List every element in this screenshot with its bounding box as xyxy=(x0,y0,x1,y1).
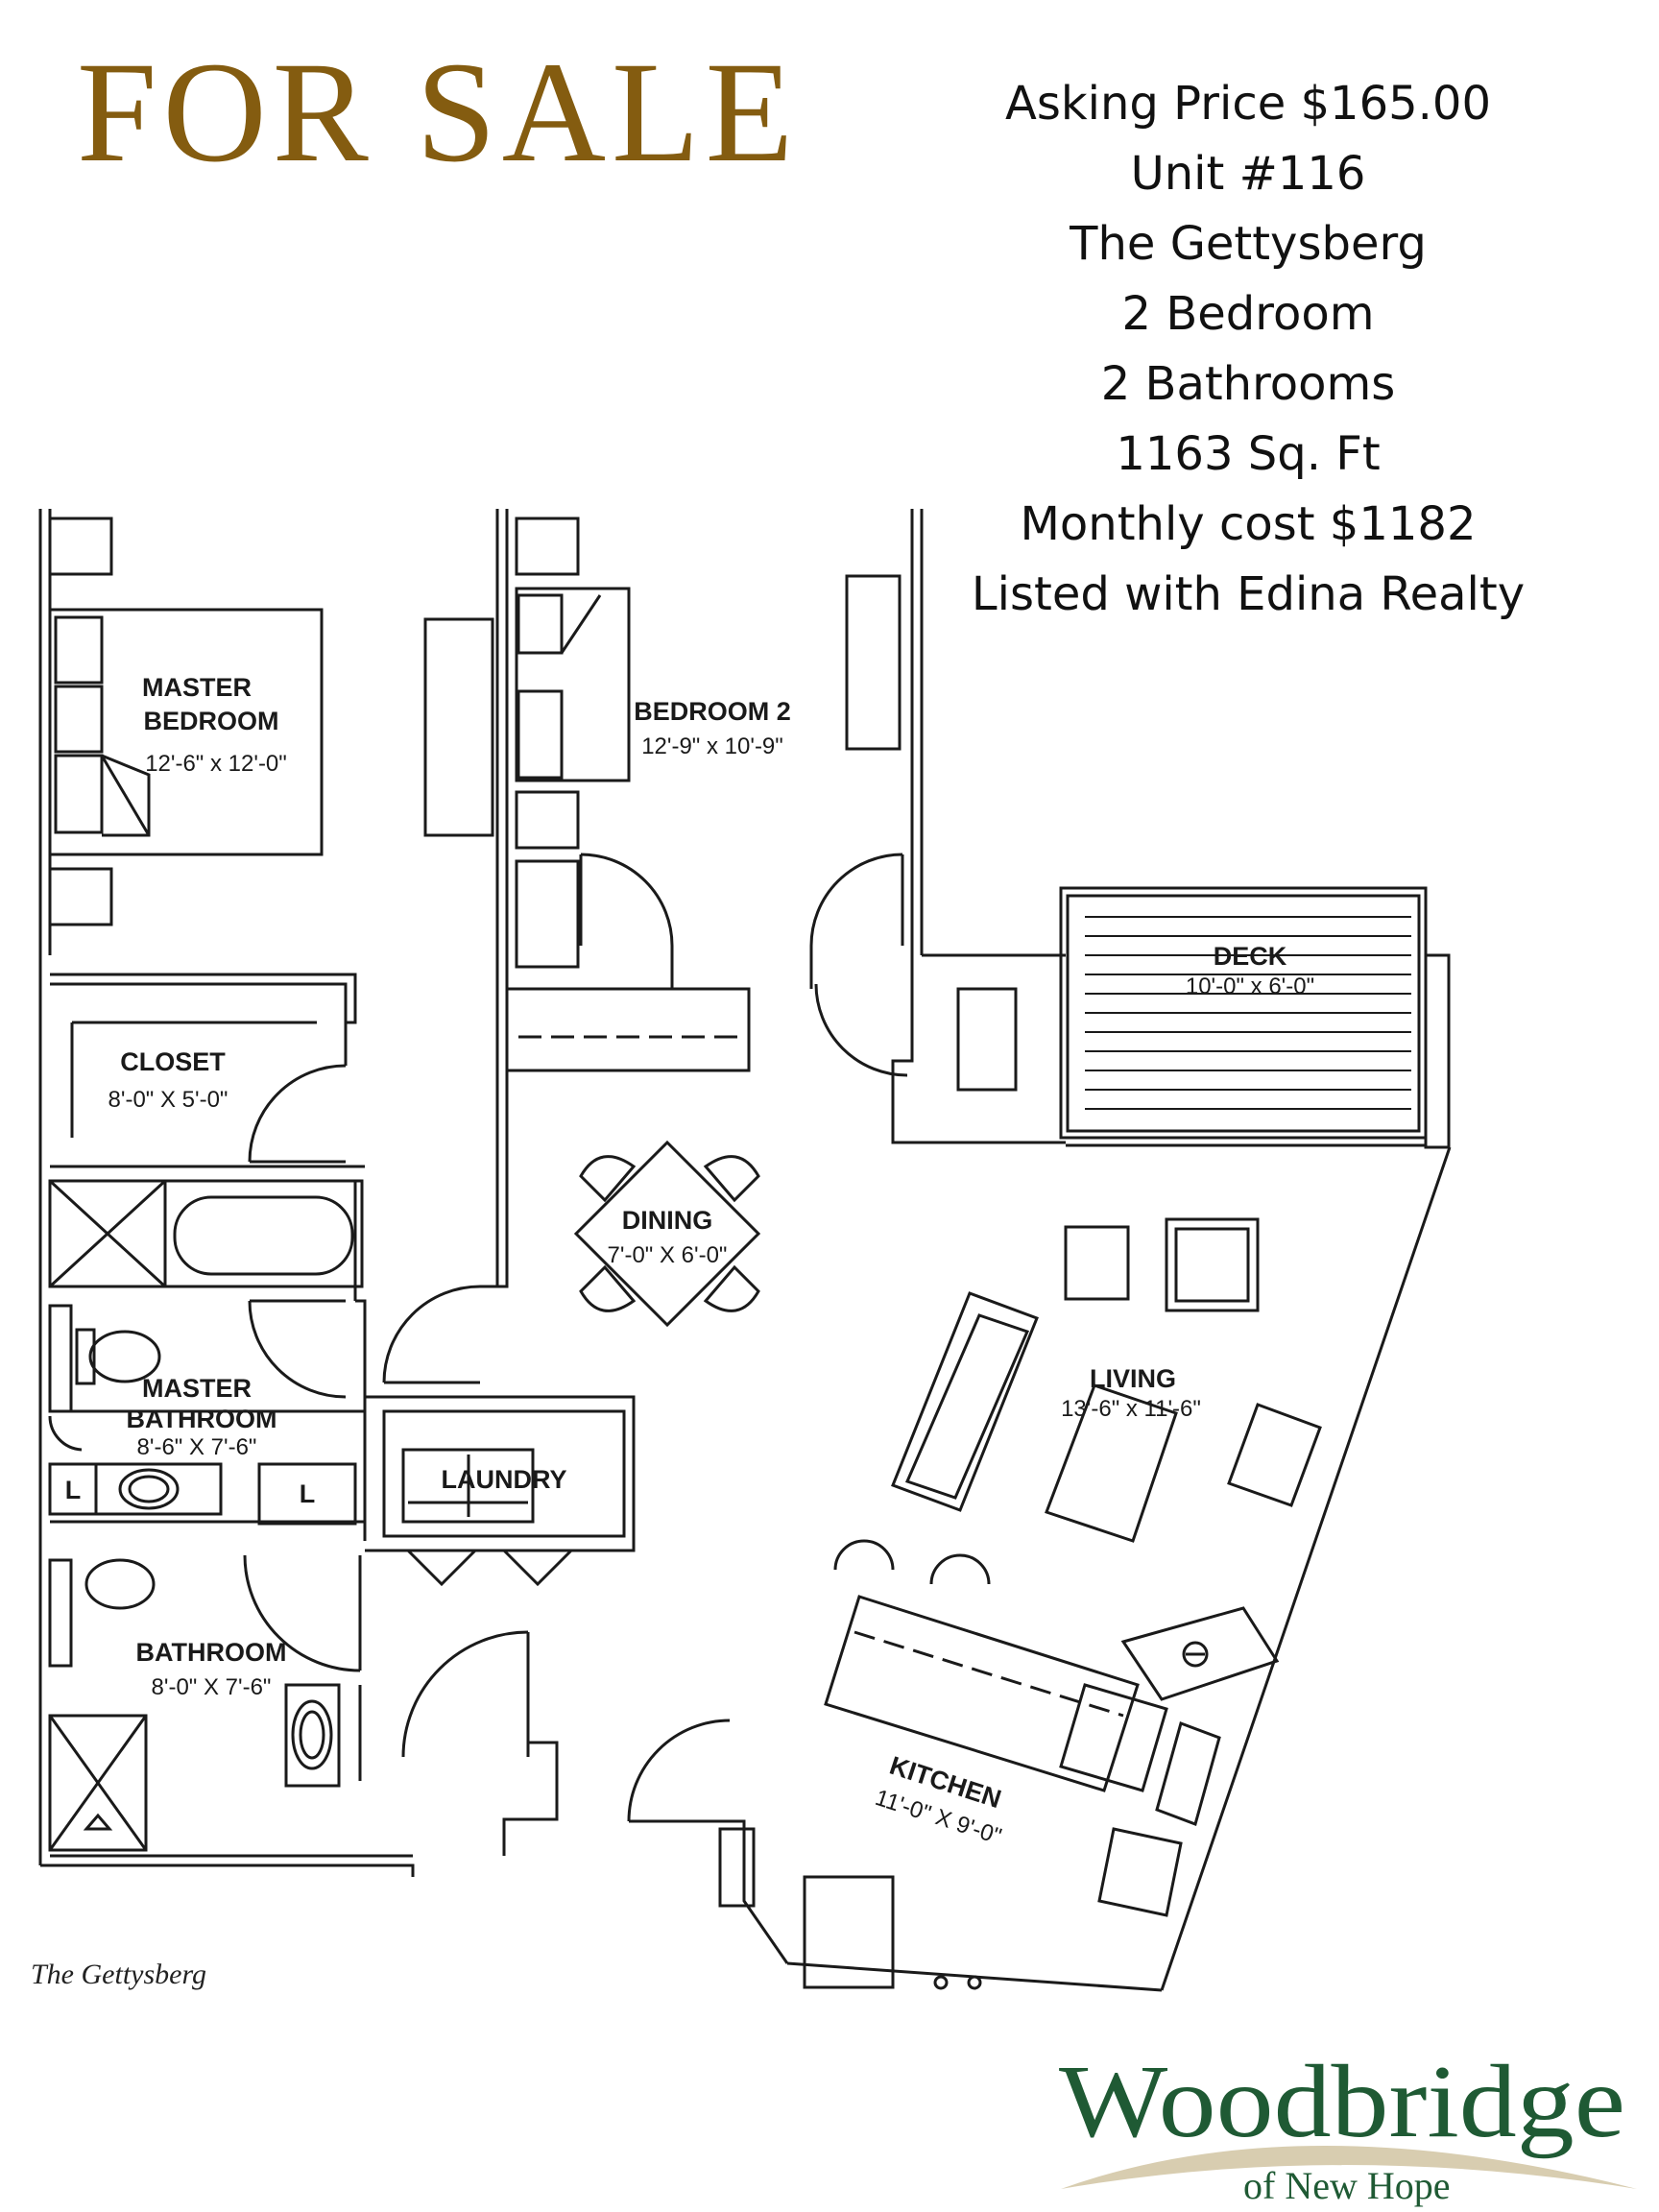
dining-size: 7'-0" X 6'-0" xyxy=(608,1242,728,1268)
asking-price: Asking Price $165.00 xyxy=(1005,77,1491,131)
logo-swoosh xyxy=(1061,2146,1637,2189)
model-name: The Gettysberg xyxy=(1070,217,1427,271)
unit-number: Unit #116 xyxy=(1130,147,1366,201)
bedroom-2-label: BEDROOM 2 xyxy=(634,697,791,726)
master-bathroom-size: 8'-6" X 7'-6" xyxy=(137,1434,257,1460)
square-footage: 1163 Sq. Ft xyxy=(1116,427,1381,481)
deck-label: DECK xyxy=(1214,942,1287,971)
laundry-label: LAUNDRY xyxy=(442,1465,567,1494)
living-label: LIVING xyxy=(1090,1364,1176,1393)
for-sale-heading: FOR SALE xyxy=(77,33,800,192)
listing-details: Asking Price $165.00 Unit #116 The Getty… xyxy=(941,69,1555,630)
linen-marker-2: L xyxy=(300,1479,316,1508)
logo-tagline: of New Hope xyxy=(1243,2164,1451,2207)
listing-agent: Listed with Edina Realty xyxy=(971,567,1526,621)
bathroom-count: 2 Bathrooms xyxy=(1100,357,1396,411)
closet-label: CLOSET xyxy=(120,1047,226,1076)
master-bedroom-label-2: BEDROOM xyxy=(144,707,279,735)
woodbridge-logo: Woodbridge of New Hope xyxy=(1051,2045,1647,2208)
bedroom-count: 2 Bedroom xyxy=(1121,287,1375,341)
deck-size: 10'-0" x 6'-0" xyxy=(1186,974,1314,999)
dining-label: DINING xyxy=(622,1206,713,1235)
logo-wordmark: Woodbridge xyxy=(1059,2045,1625,2159)
bathroom-label: BATHROOM xyxy=(136,1638,287,1667)
bedroom-2-size: 12'-9" x 10'-9" xyxy=(641,733,783,759)
monthly-cost: Monthly cost $1182 xyxy=(1020,497,1477,551)
master-bedroom-label: MASTER xyxy=(142,673,252,702)
floor-plan-drawing: MASTER BEDROOM 12'-6" x 12'-0" BEDROOM 2… xyxy=(38,509,1452,1992)
floor-plan: MASTER BEDROOM 12'-6" x 12'-0" BEDROOM 2… xyxy=(29,504,1469,2002)
linen-marker: L xyxy=(65,1476,82,1504)
master-bathroom-label-2: BATHROOM xyxy=(127,1405,277,1433)
living-size: 13'-6" x 11'-6" xyxy=(1061,1396,1201,1422)
floor-plan-caption: The Gettysberg xyxy=(31,1959,207,1990)
bathroom-size: 8'-0" X 7'-6" xyxy=(152,1674,272,1700)
master-bathroom-label: MASTER xyxy=(142,1374,252,1403)
closet-size: 8'-0" X 5'-0" xyxy=(108,1087,228,1113)
master-bedroom-size: 12'-6" x 12'-0" xyxy=(145,751,287,777)
